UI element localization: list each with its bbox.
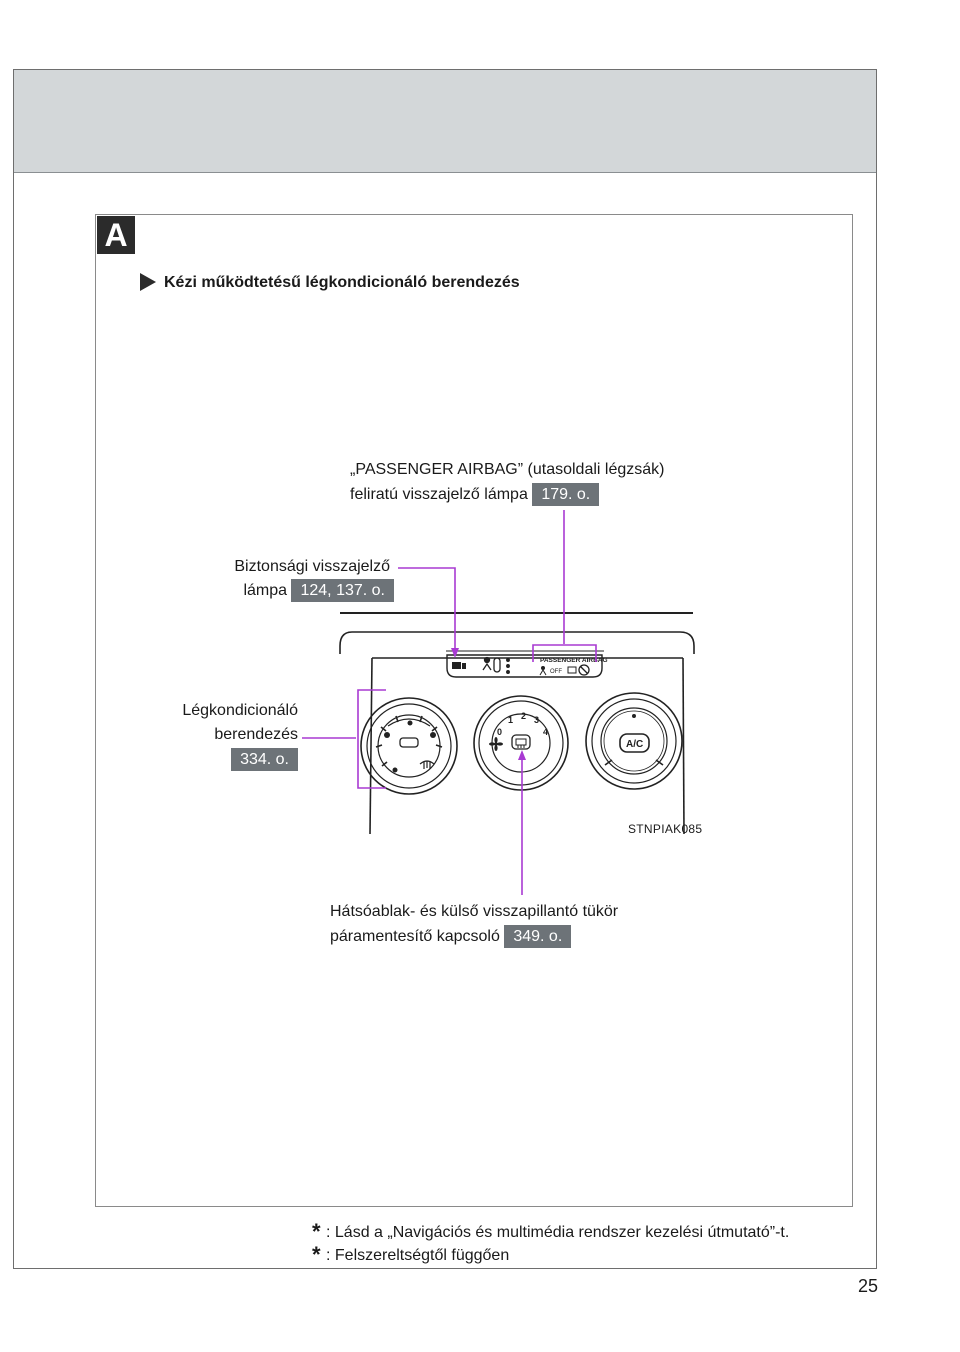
defogger-callout-line1: Hátsóablak- és külső visszapillantó tükö… [330, 903, 619, 920]
footnote-2-text: : Felszereltségtől függően [326, 1247, 510, 1264]
security-callout-line1: Biztonsági visszajelző [234, 558, 390, 575]
temperature-dial[interactable]: A/C [585, 692, 683, 790]
defogger-callout: Hátsóablak- és külső visszapillantó tükö… [330, 901, 618, 948]
fan-speed-3: 3 [534, 715, 539, 725]
rear-defogger-icon [515, 738, 527, 748]
fan-speed-dial[interactable]: 0 1 2 3 4 [473, 695, 569, 791]
page-frame [13, 69, 877, 1269]
header-band [14, 70, 876, 173]
fan-icon [489, 737, 503, 751]
fan-speed-0: 0 [497, 727, 502, 737]
footnote-2: * : Felszereltségtől függően [312, 1240, 510, 1267]
footnote-1-text: : Lásd a „Navigációs és multimédia rends… [326, 1224, 790, 1241]
fan-speed-1: 1 [508, 715, 513, 725]
aircon-page-ref[interactable]: 334. o. [231, 748, 298, 771]
security-callout: Biztonsági visszajelző lámpa 124, 137. o… [200, 556, 394, 602]
defogger-page-ref[interactable]: 349. o. [504, 925, 572, 948]
fan-speed-2: 2 [521, 711, 526, 721]
sub-heading: Kézi működtetésű légkondicionáló berende… [140, 273, 520, 292]
seatbelt-reminder-icon [482, 656, 510, 674]
defogger-callout-line2: páramentesítő kapcsoló [330, 928, 500, 945]
sub-heading-text: Kézi működtetésű légkondicionáló berende… [164, 274, 520, 292]
footnote-1: * : Lásd a „Navigációs és multimédia rend… [312, 1217, 790, 1244]
ac-button[interactable] [619, 733, 650, 753]
airbag-disabled-icon [578, 664, 590, 676]
security-callout-line2: lámpa [243, 582, 288, 599]
fan-speed-4: 4 [543, 727, 548, 737]
callout-arrowheads [451, 648, 526, 760]
page-number: 25 [858, 1276, 879, 1296]
face-vent-icon [384, 720, 436, 773]
airbag-off-label: OFF [550, 669, 562, 675]
figure-code: STNPIAK085 [628, 822, 703, 836]
airbag-callout: „PASSENGER AIRBAG” (utasoldali légzsák) … [350, 459, 664, 506]
section-tag: A [97, 216, 135, 254]
security-indicator-icon [452, 662, 466, 669]
airbag-page-ref[interactable]: 179. o. [532, 483, 600, 506]
airbag-callout-line2: feliratú visszajelző lámpa [350, 486, 528, 503]
airbag-callout-line1: „PASSENGER AIRBAG” (utasoldali légzsák) [350, 461, 665, 478]
aircon-callout-line2: berendezés [214, 726, 298, 743]
asterisk-icon: * [312, 1242, 321, 1267]
ac-button-label: A/C [626, 739, 643, 750]
asterisk-icon: * [312, 1219, 321, 1244]
airbag-person-icon [539, 666, 547, 676]
windshield-defrost-icon [419, 760, 435, 769]
security-page-ref[interactable]: 124, 137. o. [291, 579, 394, 602]
callout-lines [302, 510, 597, 895]
aircon-callout-line1: Légkondicionáló [182, 702, 298, 719]
aircon-callout: Légkondicionáló berendezés 334. o. [140, 700, 298, 771]
content-panel [95, 214, 853, 1207]
air-outlet-mode-dial[interactable] [360, 697, 458, 795]
passenger-airbag-indicator: PASSENGER AIRBAG OFF [539, 657, 608, 676]
passenger-airbag-label: PASSENGER AIRBAG [540, 657, 608, 664]
triangle-bullet-icon [140, 273, 156, 291]
